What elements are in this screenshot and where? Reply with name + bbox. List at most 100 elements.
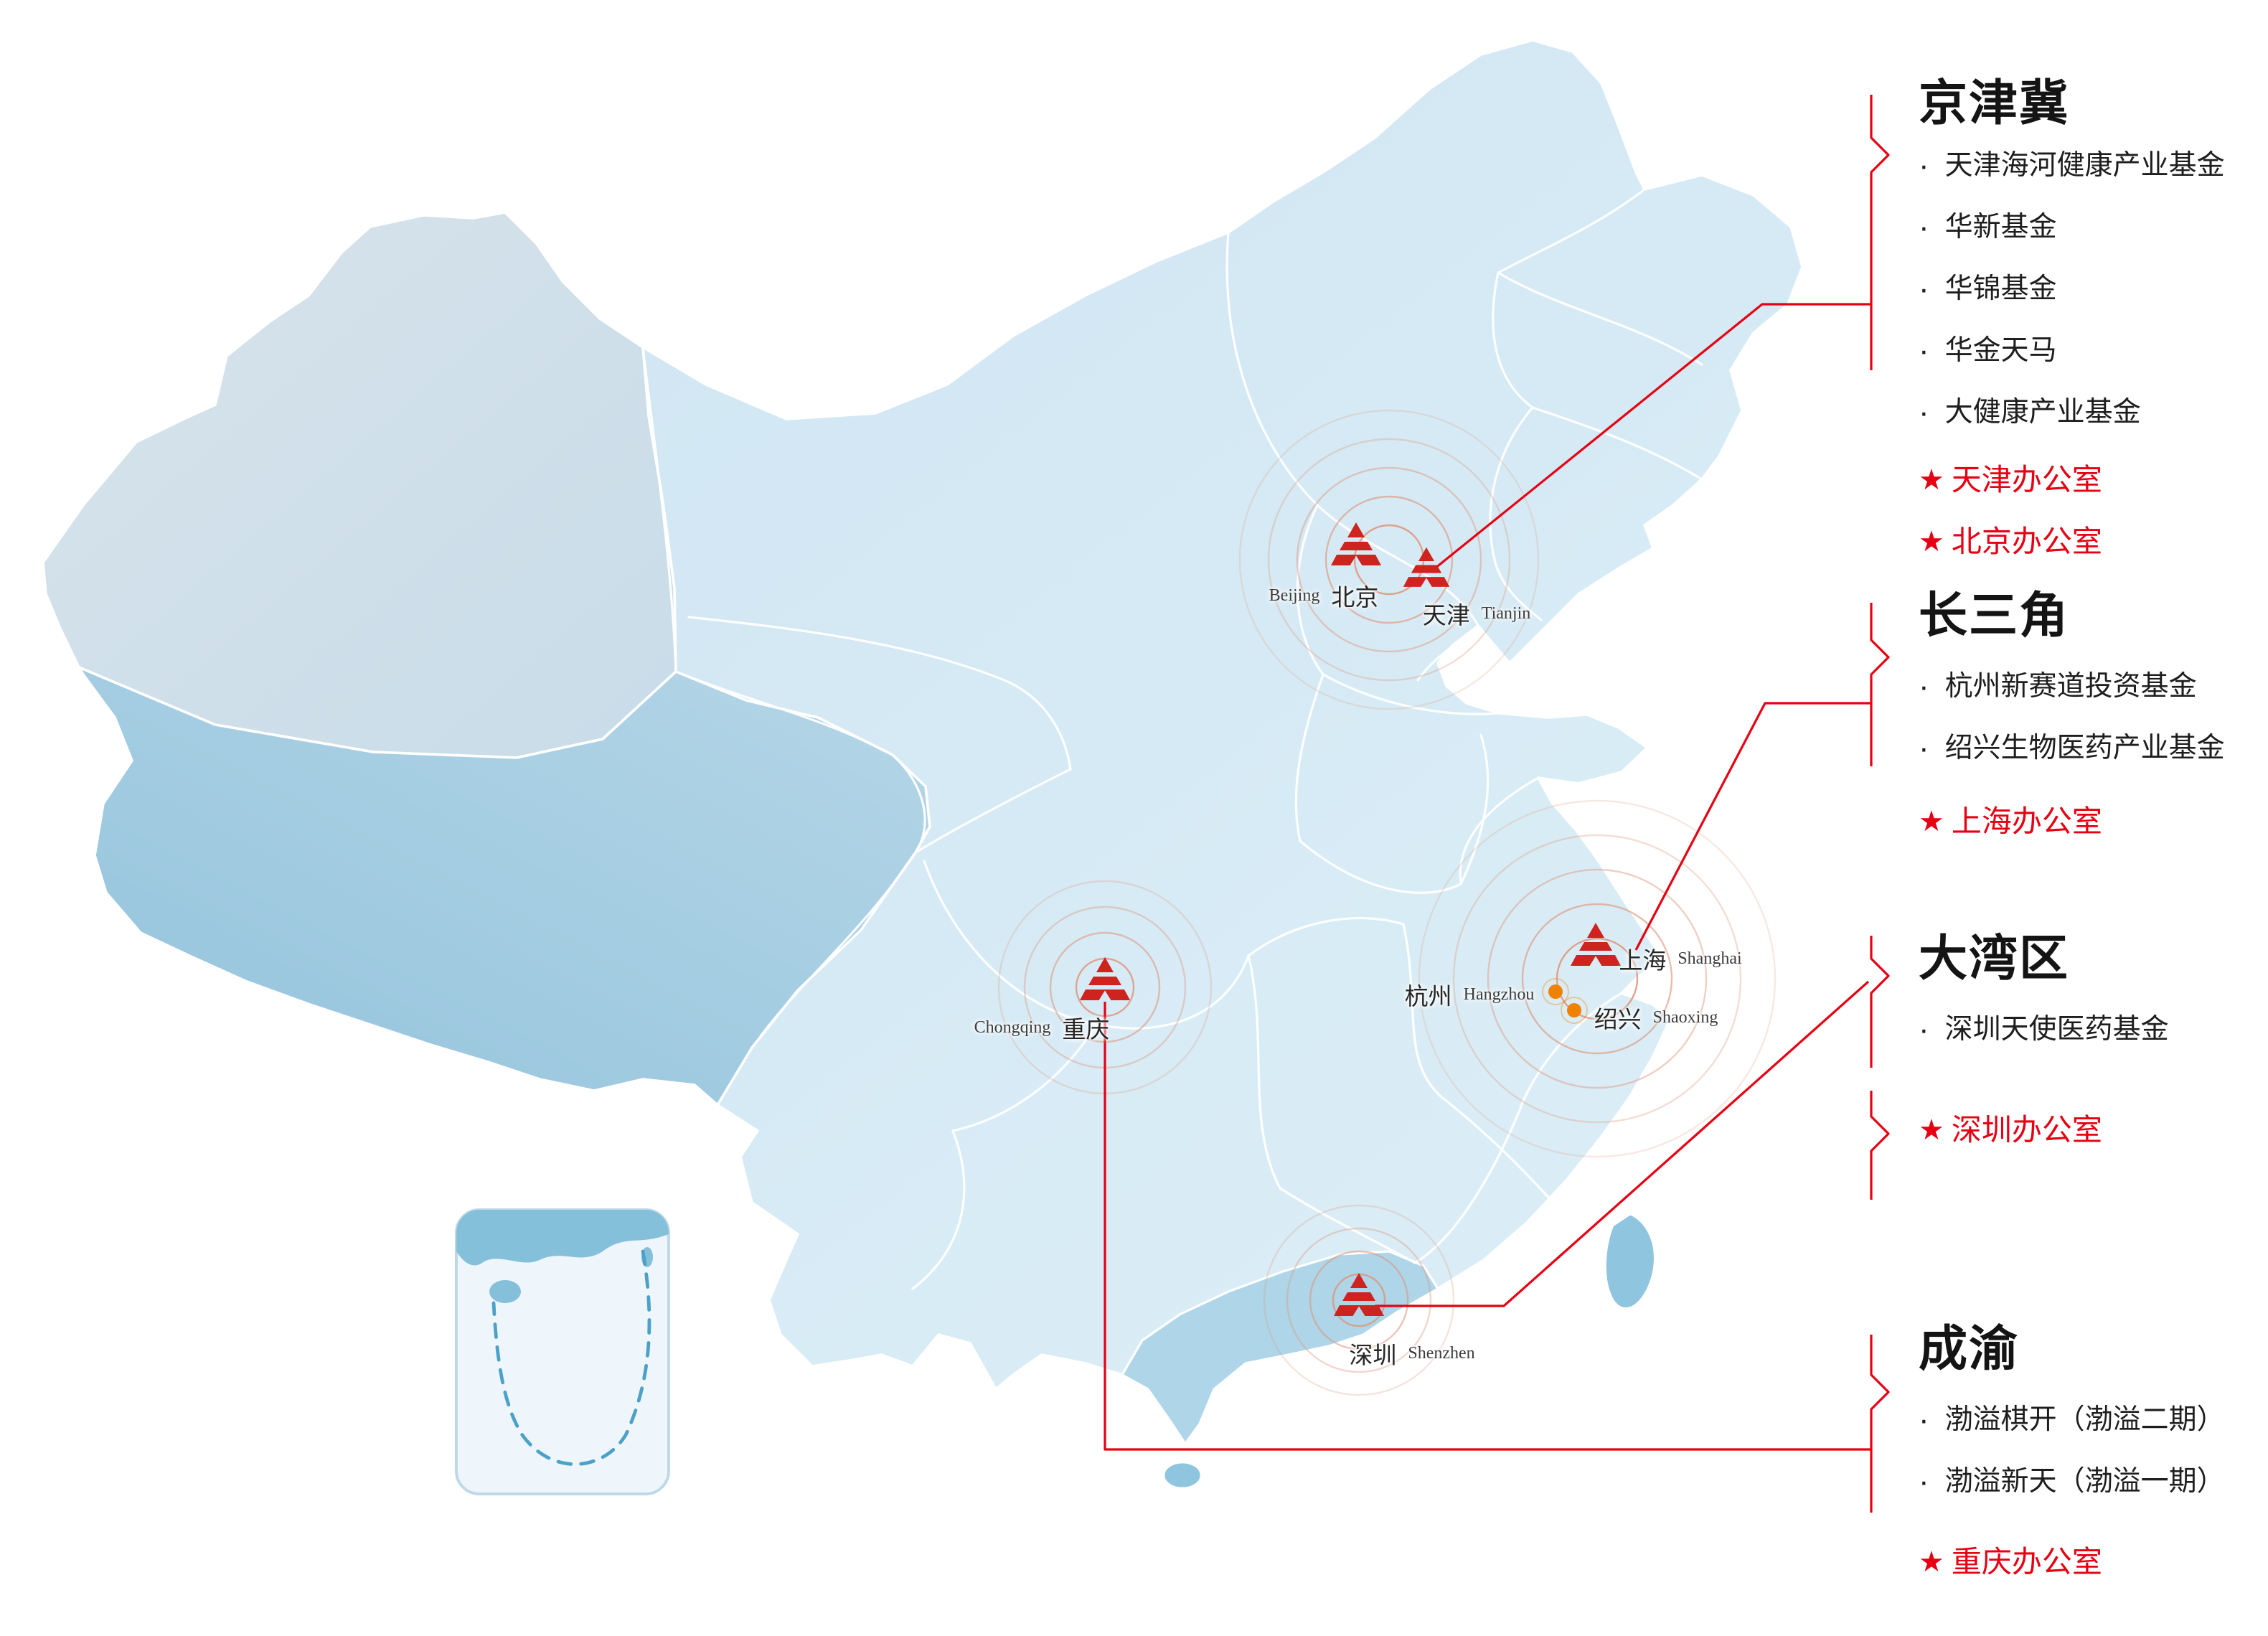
region-xinjiang (42, 211, 677, 759)
city-label-tianjin: 天津 Tianjin (1423, 596, 1530, 631)
spine-chengyu (1870, 1335, 1890, 1513)
city-en-chongqing: Chongqing (974, 1017, 1051, 1037)
office-name: 重庆办公室 (1951, 1545, 2102, 1579)
office-name: 深圳办公室 (1951, 1113, 2102, 1147)
inset-hainan (489, 1280, 521, 1303)
fund-name: 华金天马 (1944, 335, 2057, 366)
region-section-jingjinji: 京津冀 · 天津海河健康产业基金 · 华新基金 · 华锦基金 · 华金天马 · 大健康产业… (1919, 72, 2268, 573)
connector-changsanjiao (1634, 702, 1871, 951)
star-icon: ★ (1919, 806, 1944, 837)
city-en-tianjin: Tianjin (1481, 603, 1531, 623)
bullet-icon: · (1919, 148, 1929, 183)
fund-item: · 渤溢新天（渤溢一期） (1919, 1451, 2268, 1513)
fund-item: · 华锦基金 (1919, 258, 2268, 320)
office-item: ★重庆办公室 (1919, 1531, 2268, 1593)
city-label-chongqing: Chongqing 重庆 (974, 1010, 1110, 1045)
city-cn-hangzhou: 杭州 (1404, 983, 1452, 1010)
province-borders (641, 188, 1703, 1290)
office-item: ★上海办公室 (1919, 791, 2268, 852)
city-cn-shanghai: 上海 (1619, 947, 1667, 974)
region-section-chengyu: 成渝 · 渤溢棋开（渤溢二期） · 渤溢新天（渤溢一期） ★重庆办公室 (1919, 1317, 2268, 1593)
city-label-shenzhen: 深圳 Shenzhen (1349, 1336, 1474, 1371)
region-section-changsanjiao: 长三角 · 杭州新赛道投资基金 ·绍兴生物医药产业基金 ★上海办公室 (1919, 584, 2268, 852)
city-cn-tianjin: 天津 (1422, 602, 1470, 629)
star-icon: ★ (1919, 526, 1944, 558)
inset-coastline (456, 1210, 669, 1266)
fund-name: 天津海河健康产业基金 (1944, 150, 2225, 181)
office-item: ★天津办公室 (1919, 449, 2268, 511)
ripple-shenzhen (1263, 1204, 1455, 1396)
city-en-shenzhen: Shenzhen (1408, 1343, 1475, 1363)
fund-name: 绍兴生物医药产业基金 (1944, 733, 2225, 763)
city-en-shanghai: Shanghai (1678, 949, 1742, 968)
office-name: 上海办公室 (1951, 804, 2102, 838)
spine-dawanqu (1870, 936, 1890, 1068)
fund-name: 华新基金 (1944, 212, 2057, 243)
office-item: ★深圳办公室 (1919, 1099, 2268, 1161)
bullet-icon: · (1919, 395, 1929, 430)
bullet-icon: · (1919, 1012, 1929, 1047)
fund-name: 大健康产业基金 (1944, 397, 2141, 428)
office-name: 天津办公室 (1951, 463, 2102, 497)
bullet-icon: · (1919, 1402, 1929, 1437)
fund-name: 杭州新赛道投资基金 (1944, 671, 2197, 702)
region-title: 长三角 (1919, 588, 2070, 643)
city-cn-beijing: 北京 (1331, 584, 1379, 611)
dot-hangzhou-halo (1542, 978, 1569, 1005)
city-label-beijing: Beijing 北京 (1269, 578, 1379, 613)
city-en-shaoxing: Shaoxing (1652, 1007, 1718, 1027)
fund-item: · 天津海河健康产业基金 (1919, 135, 2268, 197)
office-name: 北京办公室 (1951, 525, 2102, 558)
region-title: 大湾区 (1919, 931, 2070, 986)
fund-name: 华锦基金 (1944, 273, 2057, 304)
ripple-shanghai (1418, 799, 1777, 1158)
dot-hangzhou (1548, 984, 1563, 999)
spine-changsanjiao (1870, 603, 1890, 766)
dot-shaoxing (1567, 1003, 1581, 1017)
connector-dawanqu (1375, 980, 1870, 1307)
region-section-dawanqu: 大湾区 ·深圳天使医药基金 ★深圳办公室 (1919, 927, 2268, 1161)
island-hainan (1162, 1461, 1203, 1490)
fund-item: · 大健康产业基金 (1919, 382, 2268, 443)
star-icon: ★ (1919, 1546, 1944, 1578)
section-spines (1870, 95, 1890, 1513)
city-label-hangzhou: 杭州 Hangzhou (1405, 977, 1535, 1012)
city-markers (1080, 522, 1621, 1316)
office-item: ★北京办公室 (1919, 511, 2268, 573)
bullet-icon: · (1919, 1464, 1929, 1499)
connector-lines (1104, 303, 1871, 1451)
bullet-icon: · (1919, 271, 1929, 306)
star-icon: ★ (1919, 464, 1944, 496)
dot-shaoxing-halo (1561, 997, 1588, 1024)
bullet-icon: · (1919, 333, 1929, 368)
city-en-beijing: Beijing (1269, 586, 1320, 605)
fund-item: ·深圳天使医药基金 (1919, 999, 2268, 1061)
star-icon: ★ (1919, 1114, 1944, 1146)
city-en-hangzhou: Hangzhou (1463, 984, 1535, 1004)
island-taiwan (1604, 1213, 1656, 1310)
map-base (42, 39, 1804, 1490)
spine-dawanqu-office (1870, 1091, 1890, 1200)
connector-chengyu (1104, 1002, 1871, 1451)
fund-name: 渤溢棋开（渤溢二期） (1944, 1404, 2225, 1435)
ripple-beijing-tianjin (1238, 409, 1540, 710)
city-cn-shaoxing: 绍兴 (1594, 1006, 1642, 1033)
fund-item: · 华金天马 (1919, 320, 2268, 382)
fund-item: · 杭州新赛道投资基金 (1919, 656, 2268, 718)
south-china-sea-inset (455, 1208, 670, 1495)
nine-dash-line (491, 1249, 651, 1466)
region-title: 京津冀 (1919, 76, 2070, 131)
city-label-shanghai: 上海 Shanghai (1619, 941, 1741, 976)
bullet-icon: · (1919, 210, 1929, 245)
fund-item: · 渤溢棋开（渤溢二期） (1919, 1389, 2268, 1451)
bullet-icon: · (1919, 669, 1929, 704)
connector-jingjinji (1434, 303, 1871, 570)
spine-jingjinji (1870, 95, 1890, 370)
fund-item: ·绍兴生物医药产业基金 (1919, 718, 2268, 779)
city-label-shaoxing: 绍兴 Shaoxing (1594, 1000, 1718, 1035)
region-title: 成渝 (1919, 1322, 2020, 1376)
fund-name: 渤溢新天（渤溢一期） (1944, 1466, 2225, 1497)
city-cn-chongqing: 重庆 (1062, 1016, 1110, 1043)
